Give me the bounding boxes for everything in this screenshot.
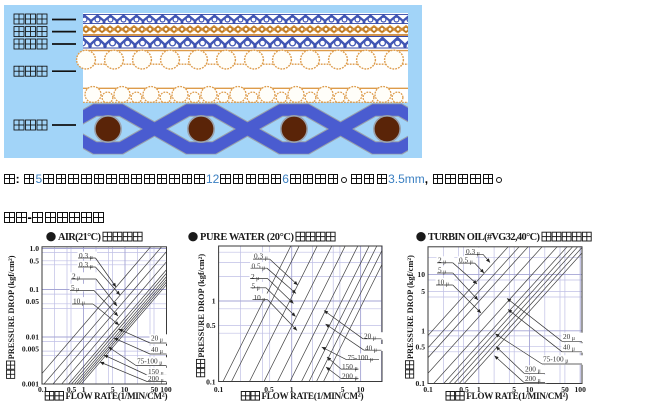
- svg-text:75-100 μ: 75-100 μ: [137, 357, 162, 367]
- svg-text:0.1: 0.1: [38, 385, 48, 394]
- svg-text:FLOW RATE(1/MIN/CM2): FLOW RATE(1/MIN/CM2): [466, 391, 568, 401]
- svg-text:0.005: 0.005: [22, 345, 39, 354]
- svg-text:1.0: 1.0: [30, 244, 40, 253]
- svg-text:10: 10: [526, 385, 534, 394]
- svg-text:0.5: 0.5: [30, 257, 40, 266]
- svg-text:PRESSURE DROP (kgf/cm2): PRESSURE DROP (kgf/cm2): [197, 254, 206, 358]
- svg-text:1: 1: [82, 385, 86, 394]
- svg-text:0.1: 0.1: [214, 385, 224, 394]
- svg-text:FLOW RATE(1/MIN/CM2): FLOW RATE(1/MIN/CM2): [66, 391, 168, 401]
- svg-text:10: 10: [121, 385, 129, 394]
- svg-text:40 μ: 40 μ: [151, 345, 163, 355]
- svg-text:0.1: 0.1: [30, 285, 40, 294]
- svg-text:5: 5: [512, 385, 516, 394]
- svg-text:0.5: 0.5: [264, 385, 274, 394]
- svg-text:0.05: 0.05: [26, 297, 39, 306]
- svg-text:PURE WATER (20°C): PURE WATER (20°C): [200, 232, 294, 243]
- svg-text:1: 1: [477, 385, 481, 394]
- svg-text:1: 1: [212, 297, 216, 306]
- svg-text:TURBIN OIL(#VG32,40°C): TURBIN OIL(#VG32,40°C): [428, 232, 540, 243]
- svg-text:150 μ: 150 μ: [148, 367, 164, 377]
- svg-text:200 μ: 200 μ: [525, 365, 541, 375]
- svg-text:10: 10: [417, 270, 425, 279]
- svg-text:20 μ: 20 μ: [151, 334, 163, 344]
- svg-text:40 μ: 40 μ: [563, 343, 575, 353]
- svg-text:0.5: 0.5: [416, 342, 426, 351]
- svg-text:50: 50: [561, 385, 569, 394]
- svg-text:5: 5: [421, 287, 425, 296]
- svg-text:1: 1: [290, 385, 294, 394]
- svg-text:0.001: 0.001: [22, 380, 39, 389]
- svg-text:10 μ: 10 μ: [437, 278, 449, 288]
- svg-text:0.5: 0.5: [67, 385, 77, 394]
- svg-text:0.1: 0.1: [416, 379, 426, 388]
- svg-text:5 μ: 5 μ: [252, 281, 260, 291]
- svg-text:0.1: 0.1: [423, 385, 433, 394]
- svg-text:50: 50: [151, 385, 159, 394]
- svg-text:0.5 μ: 0.5 μ: [459, 256, 473, 266]
- svg-text:1: 1: [421, 326, 425, 335]
- svg-text:AIR(21°C): AIR(21°C): [58, 232, 101, 243]
- svg-text:0.01: 0.01: [26, 333, 39, 342]
- svg-text:PRESSURE DROP (kgf/cm2): PRESSURE DROP (kgf/cm2): [7, 255, 16, 359]
- svg-text:5: 5: [111, 385, 115, 394]
- svg-text:5: 5: [341, 385, 345, 394]
- svg-text:2 μ: 2 μ: [251, 272, 259, 282]
- svg-text:PRESSURE DROP (kgf/cm2): PRESSURE DROP (kgf/cm2): [406, 255, 415, 359]
- svg-text:0.5: 0.5: [459, 385, 469, 394]
- svg-text:0.5: 0.5: [206, 321, 216, 330]
- svg-text:100: 100: [160, 385, 172, 394]
- svg-text:200 μ: 200 μ: [148, 374, 164, 384]
- svg-text:FLOW RATE(1/MIN/CM2): FLOW RATE(1/MIN/CM2): [262, 391, 364, 401]
- svg-text:20 μ: 20 μ: [563, 332, 575, 342]
- svg-text:75-100 μ: 75-100 μ: [543, 355, 568, 365]
- svg-text:100: 100: [575, 385, 587, 394]
- svg-text:0.3 μ: 0.3 μ: [254, 252, 268, 262]
- svg-text:10: 10: [357, 385, 365, 394]
- svg-text:10 μ: 10 μ: [73, 297, 85, 307]
- svg-text:200 μ: 200 μ: [525, 374, 541, 384]
- svg-text:0.1: 0.1: [206, 378, 216, 387]
